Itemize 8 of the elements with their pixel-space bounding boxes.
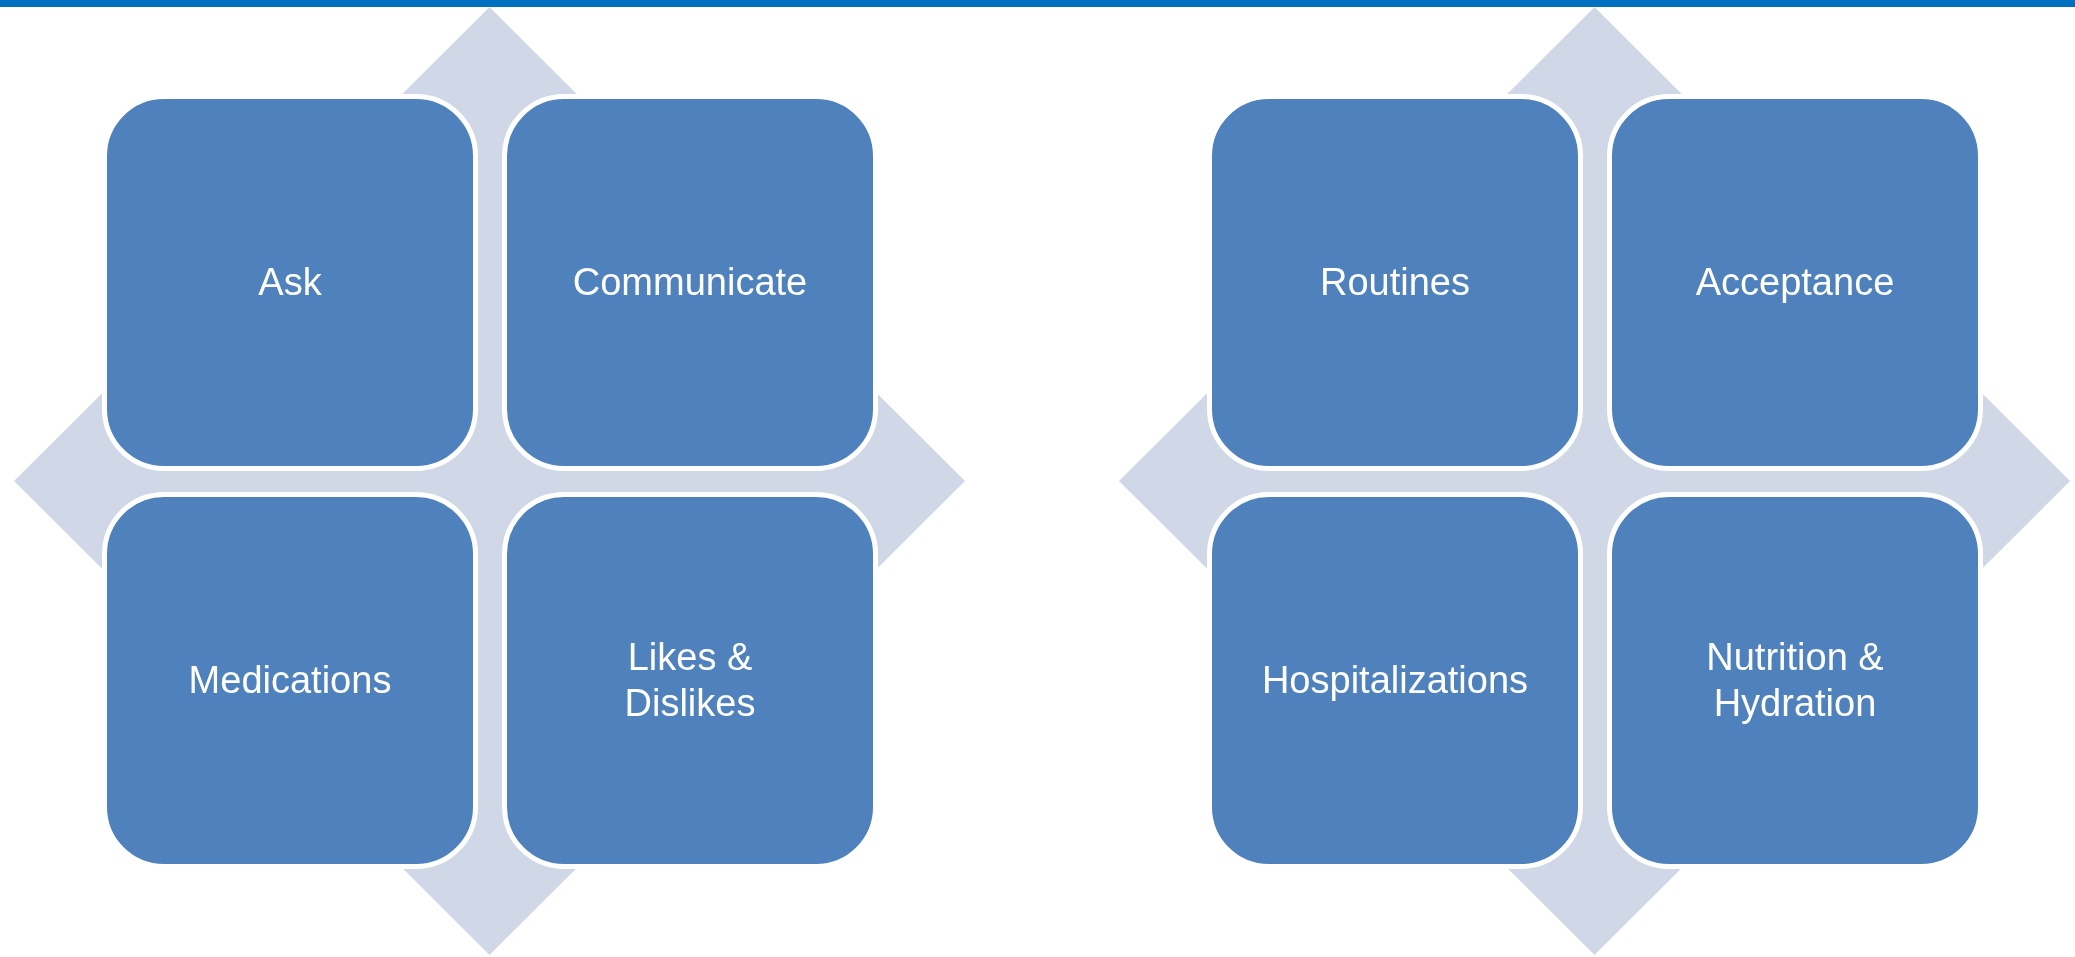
box-label: Ask bbox=[258, 259, 322, 305]
box-label: Acceptance bbox=[1695, 259, 1895, 305]
box-label: Nutrition & Hydration bbox=[1705, 634, 1885, 726]
box-label: Medications bbox=[188, 657, 392, 703]
box-label: Communicate bbox=[572, 259, 808, 305]
box-label: Routines bbox=[1320, 259, 1470, 305]
box-label: Hospitalizations bbox=[1261, 657, 1529, 703]
box-label: Likes & Dislikes bbox=[623, 634, 757, 726]
